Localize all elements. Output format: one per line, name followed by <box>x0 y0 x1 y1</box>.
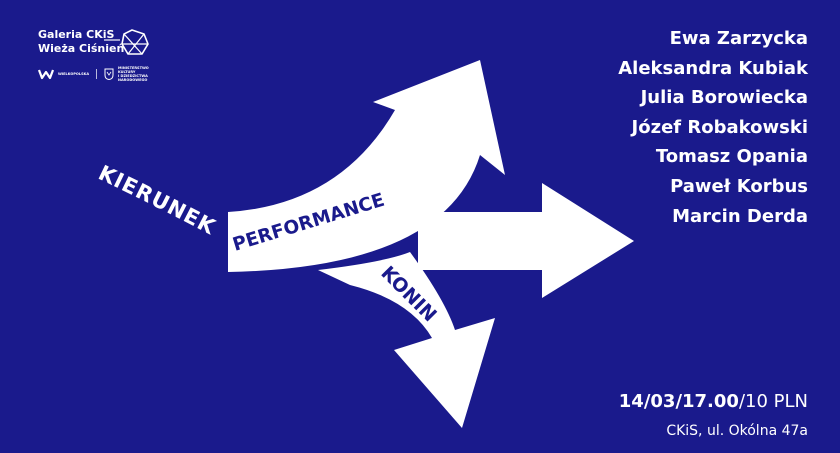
arrow-down-curved <box>318 252 495 428</box>
ministry-text-line: NARODOWEGO <box>118 78 148 82</box>
cube-logo-icon <box>104 29 149 55</box>
kierunek-textpath: KIERUNEK <box>95 161 219 240</box>
ministry-text-line: MINISTERSTWO <box>118 66 149 70</box>
sponsor-label: WIELKOPOLSKA <box>58 72 90 76</box>
logo-name-line1: Galeria CKiS <box>38 28 115 41</box>
artist-name: Ewa Zarzycka <box>669 28 808 49</box>
artist-name: Józef Robakowski <box>631 116 808 138</box>
arrow-up-curved <box>228 60 505 272</box>
ministry-text: MINISTERSTWO KULTURY I DZIEDZICTWA NAROD… <box>118 66 149 82</box>
logo-block: Galeria CKiS Wieża Ciśnień <box>38 28 149 56</box>
arrow-right <box>418 183 634 298</box>
ministry-text-line: KULTURY <box>118 70 136 74</box>
event-price: /10 PLN <box>738 391 808 412</box>
ministry-text-line: I DZIEDZICTWA <box>118 74 148 78</box>
artist-name: Marcin Derda <box>672 205 808 227</box>
artist-name: Tomasz Opania <box>655 146 808 168</box>
artist-list: Ewa Zarzycka Aleksandra Kubiak Julia Bor… <box>618 24 808 231</box>
artist-name: Aleksandra Kubiak <box>618 57 808 79</box>
wielkopolska-logo-icon <box>38 69 54 80</box>
kierunek-text: KIERUNEK <box>95 161 220 240</box>
event-address: CKiS, ul. Okólna 47a <box>666 423 808 439</box>
sponsor-logos: WIELKOPOLSKA MINISTERSTWO KULTURY I DZIE… <box>38 66 149 82</box>
artist-name: Paweł Korbus <box>670 175 808 197</box>
artist-name: Julia Borowiecka <box>640 87 808 109</box>
event-date-time: 14/03/17.00 <box>618 391 739 412</box>
sponsor-divider <box>96 69 98 79</box>
event-date-line: 14/03/17.00/10 PLN <box>619 390 808 414</box>
logo-name-line2: Wieża Ciśnień <box>38 42 125 55</box>
ministry-crest-icon <box>104 68 114 80</box>
